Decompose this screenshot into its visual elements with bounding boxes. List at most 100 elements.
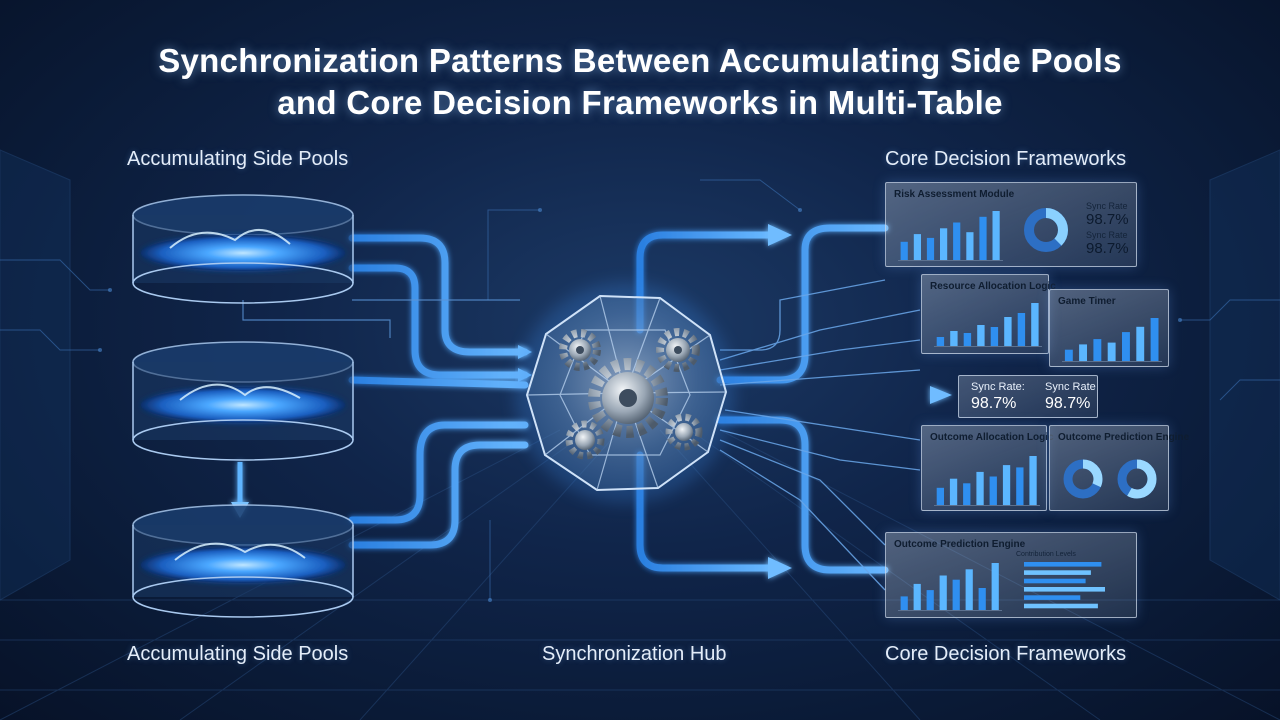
- bar-chart-icon: [934, 303, 1042, 347]
- title-line-2: and Core Decision Frameworks in Multi-Ta…: [277, 84, 1003, 121]
- panel-title: Resource Allocation Logic: [930, 281, 1056, 292]
- outcome-prediction-panel: Outcome Prediction Engine Contribution L…: [885, 532, 1137, 618]
- donut-chart-icon: [1063, 459, 1103, 499]
- mini-bar: [1122, 332, 1130, 362]
- panel-title: Outcome Prediction Engine: [894, 539, 1026, 550]
- resource-allocation-panel: Resource Allocation Logic: [921, 274, 1056, 354]
- mini-bar: [963, 333, 972, 347]
- pool-1: [132, 194, 354, 304]
- mini-bar: [1017, 313, 1026, 347]
- mini-bar: [965, 569, 973, 611]
- mini-bar: [936, 337, 945, 347]
- mini-bar: [992, 211, 1000, 261]
- panel-title: Risk Assessment Module: [894, 189, 1015, 200]
- mini-bar: [926, 590, 934, 611]
- mini-bar: [977, 325, 985, 347]
- game-timer-panel: Game Timer: [1049, 289, 1169, 367]
- gear-icon-bottom: [565, 413, 703, 460]
- mini-bar: [1079, 344, 1087, 362]
- panel-title: Game Timer: [1058, 296, 1116, 307]
- sync-rate-label-1: Sync Rate:: [971, 381, 1025, 393]
- pool-2: [132, 341, 354, 461]
- mini-bar: [1031, 303, 1039, 347]
- outcome-prediction-small-panel: Outcome Prediction Engine: [1049, 425, 1189, 511]
- sync-rate-value-2: 98.7%: [1086, 240, 1129, 257]
- pool-3: [132, 504, 354, 618]
- background-grid: [0, 429, 1280, 720]
- panel-subtitle: Contribution Levels: [1016, 551, 1076, 558]
- pools-label-bottom: Accumulating Side Pools: [127, 643, 349, 665]
- mini-hbar: [1024, 578, 1086, 584]
- outcome-allocation-panel: Outcome Allocation Logic: [921, 425, 1054, 511]
- mini-bar: [952, 579, 960, 611]
- mini-bar: [1093, 339, 1102, 362]
- mini-bar: [1002, 465, 1011, 506]
- bar-chart-icon: [898, 211, 1003, 261]
- panel-title: Outcome Allocation Logic: [930, 432, 1054, 443]
- sync-rate-label-2: Sync Rate: [1045, 381, 1096, 393]
- mini-bar: [989, 476, 997, 506]
- panel-title: Outcome Prediction Engine: [1058, 432, 1190, 443]
- mini-bar: [991, 563, 999, 611]
- mini-hbar: [1024, 603, 1098, 609]
- flows-hub-to-frameworks: [636, 224, 934, 574]
- mini-bar: [1029, 456, 1037, 506]
- mini-bar: [976, 471, 984, 506]
- gear-icon-top: [656, 328, 700, 372]
- mini-bar: [1150, 318, 1159, 362]
- side-walls: [0, 149, 1280, 601]
- mini-bar: [939, 575, 947, 611]
- mini-bar: [990, 327, 999, 347]
- synchronization-hub-icon: [515, 283, 735, 503]
- mini-bar: [1064, 349, 1073, 362]
- sync-rate-box: Sync Rate: 98.7% Sync Rate 98.7%: [958, 375, 1098, 418]
- mini-bar: [913, 583, 921, 611]
- mini-bar: [900, 241, 908, 261]
- sync-rate-value-2: 98.7%: [1045, 395, 1091, 412]
- mini-bar: [978, 588, 986, 611]
- mini-bar: [926, 237, 935, 261]
- frameworks-label-bottom: Core Decision Frameworks: [885, 643, 1127, 665]
- flows-pools-to-hub: [348, 234, 529, 549]
- horizontal-bar-chart-icon: [1024, 562, 1105, 609]
- pools-label-top: Accumulating Side Pools: [127, 148, 349, 170]
- mini-bar: [966, 232, 974, 261]
- mini-bar: [963, 483, 971, 506]
- sync-rate-label-2: Sync Rate: [1086, 230, 1128, 240]
- donut-chart-icon: [1024, 208, 1068, 252]
- circuit-traces: [0, 179, 1280, 600]
- gear-icon-large: [588, 358, 668, 438]
- bar-chart-icon: [1062, 318, 1162, 362]
- mini-bar: [1107, 342, 1116, 362]
- risk-assessment-panel: Risk Assessment Module Sync Rate 98.7% S…: [885, 182, 1137, 267]
- mini-bar: [940, 228, 948, 261]
- mini-bar: [1136, 326, 1145, 362]
- mini-bar: [913, 234, 921, 261]
- mini-bar: [936, 487, 944, 506]
- hub-label: Synchronization Hub: [542, 643, 727, 665]
- bar-chart-icon: [898, 563, 1002, 611]
- bar-chart-icon: [934, 456, 1040, 506]
- sync-rate-label-1: Sync Rate: [1086, 201, 1128, 211]
- mini-bar: [950, 331, 958, 347]
- title-line-1: Synchronization Patterns Between Accumul…: [158, 42, 1122, 79]
- mini-hbar: [1024, 570, 1091, 575]
- flow-arrowheads-right: [768, 224, 952, 579]
- sync-rate-value-1: 98.7%: [1086, 211, 1129, 228]
- mini-bar: [953, 222, 961, 261]
- page-title: Synchronization Patterns Between Accumul…: [0, 40, 1280, 124]
- mini-bar: [979, 216, 987, 261]
- donut-chart-icon: [1117, 459, 1157, 499]
- mini-bar: [1004, 317, 1012, 347]
- gear-icon-left: [559, 329, 601, 371]
- mini-bar: [1016, 467, 1024, 506]
- mini-bar: [949, 478, 958, 506]
- mini-hbar: [1024, 587, 1105, 592]
- trace-dots: [98, 208, 1182, 602]
- mini-hbar: [1024, 562, 1102, 567]
- mini-hbar: [1024, 595, 1081, 600]
- mini-bar: [900, 596, 908, 611]
- frameworks-label-top: Core Decision Frameworks: [885, 148, 1127, 170]
- sync-rate-value-1: 98.7%: [971, 395, 1017, 412]
